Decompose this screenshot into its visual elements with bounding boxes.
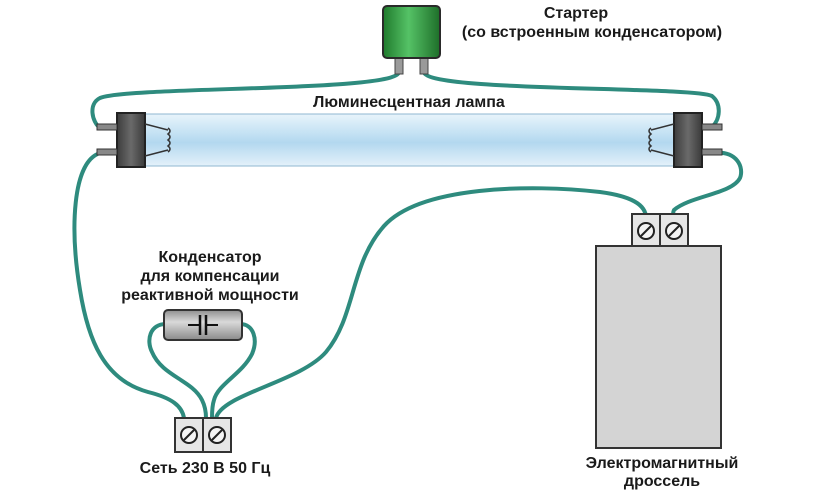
wire-capacitor-right-to-mains: [210, 322, 257, 420]
capacitor-label-line2: для компенсации: [140, 268, 279, 285]
compensation-capacitor: [163, 309, 243, 341]
capacitor-label-line1: Конденсатор: [158, 249, 261, 266]
ballast-label-line1: Электромагнитный: [586, 455, 739, 472]
starter: [382, 5, 441, 75]
lamp-right-cap: [673, 112, 703, 168]
mains-label: Сеть 230 В 50 Гц: [140, 460, 271, 477]
wire-capacitor-left-to-mains: [147, 322, 208, 420]
wire-lamp-left-to-mains: [72, 151, 186, 420]
fluorescent-lamp: [96, 112, 723, 168]
wires: [72, 70, 744, 420]
starter-label-line2: (со встроенным конденсатором): [462, 24, 722, 41]
electromagnetic-ballast: [595, 213, 722, 449]
wire-mains-to-ballast: [214, 186, 648, 420]
lamp-left-cap: [116, 112, 146, 168]
wire-starter-to-lamp-right: [422, 70, 721, 129]
mains-terminal-block: [174, 417, 232, 453]
lamp-label: Люминесцентная лампа: [313, 94, 505, 111]
starter-label-line1: Стартер: [544, 5, 609, 22]
capacitor-label-line3: реактивной мощности: [121, 287, 299, 304]
wire-starter-to-lamp-left: [90, 70, 401, 130]
ballast-label-line2: дроссель: [624, 473, 700, 490]
